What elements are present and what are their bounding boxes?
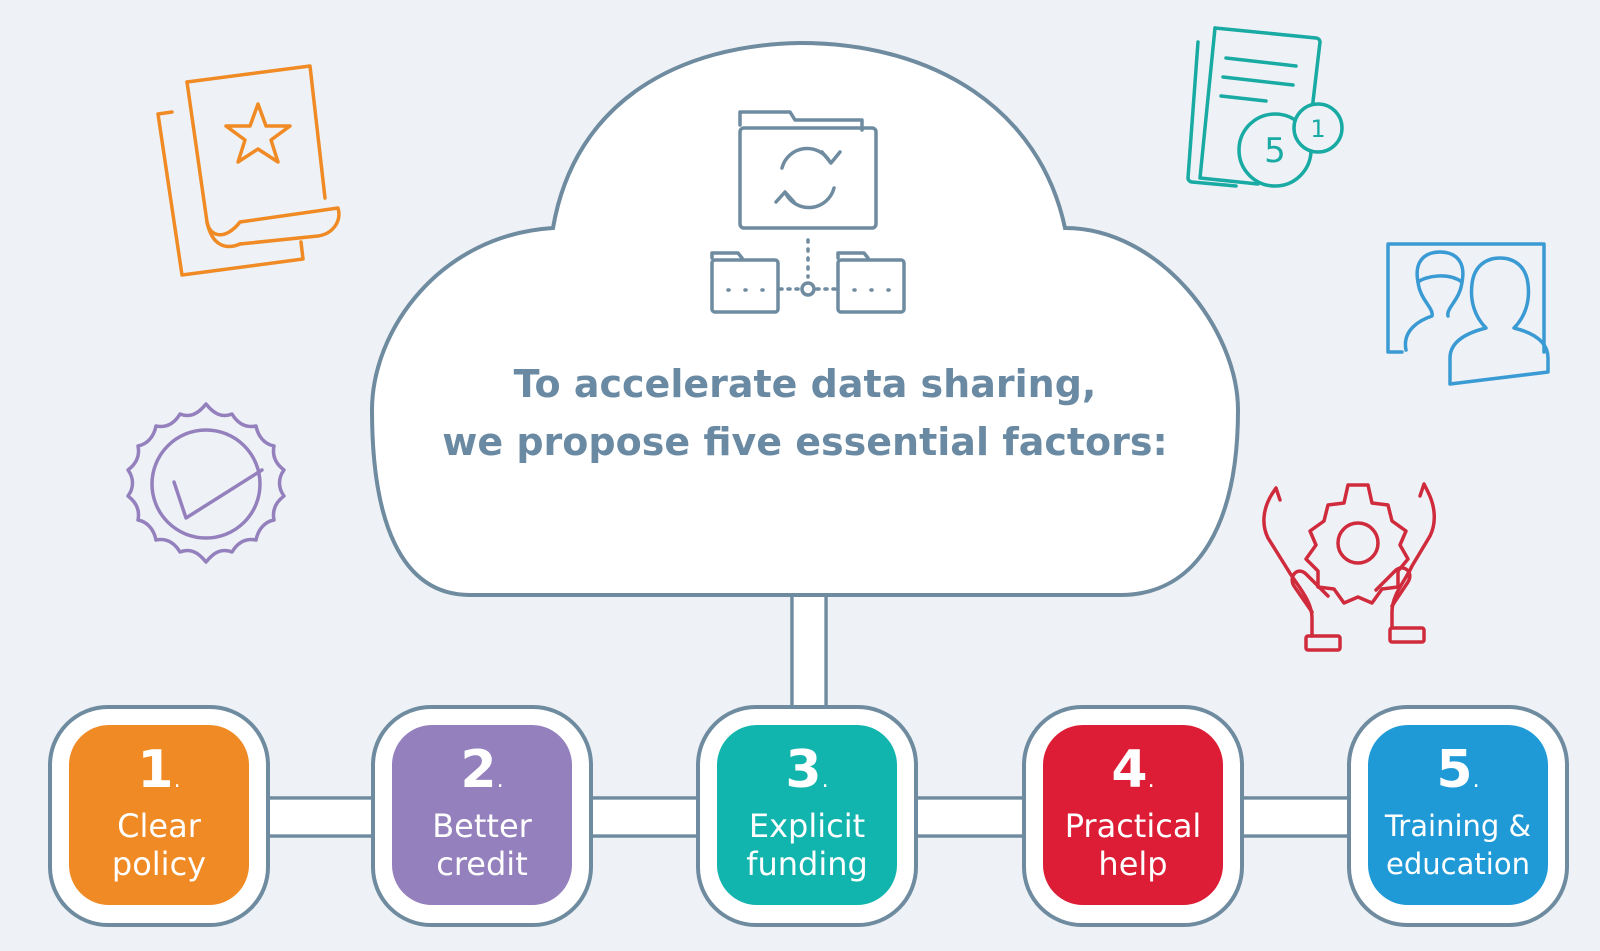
factor-4-number: 4 <box>1111 740 1148 800</box>
factor-1-number: 1 <box>137 740 174 800</box>
factor-3-label-line-2: funding <box>746 845 868 883</box>
factor-4-number-row: 4. <box>1043 739 1223 812</box>
factor-2-label-line-1: Better <box>432 807 532 845</box>
factor-4-label-line-1: Practical <box>1064 807 1202 845</box>
cloud-shape <box>369 40 1241 597</box>
folder-sync-icon <box>710 110 906 314</box>
factor-3-label-line-1: Explicit <box>748 807 866 845</box>
factor-4-dot: . <box>1147 768 1155 793</box>
document-rating-icon <box>1186 26 1344 188</box>
factor-5-number: 5 <box>1436 740 1473 800</box>
factor-5-number-row: 5. <box>1368 739 1548 812</box>
coin-digit-small: 1 <box>1310 115 1325 143</box>
coin-digit-big: 5 <box>1264 131 1286 171</box>
badge-check-icon <box>126 402 286 564</box>
factor-3-number-row: 3. <box>717 739 897 812</box>
factor-1-number-row: 1. <box>69 739 249 812</box>
factor-5-label-line-2: education <box>1386 847 1530 881</box>
factor-1-label-line-1: Clear <box>117 807 201 845</box>
factor-5-label-line-1: Training & <box>1384 809 1532 843</box>
factor-2-number: 2 <box>460 740 497 800</box>
factor-1-dot: . <box>173 768 181 793</box>
factor-3-number: 3 <box>785 740 822 800</box>
people-icon <box>1386 242 1550 386</box>
factor-5-label: Training & education <box>1368 807 1548 883</box>
headline-line-2: we propose five essential factors: <box>442 420 1168 464</box>
headline: To accelerate data sharing, we propose f… <box>390 355 1220 471</box>
factor-2-number-row: 2. <box>392 739 572 812</box>
hands-gear-icon <box>1262 482 1436 652</box>
book-star-icon <box>156 64 341 277</box>
factor-3-dot: . <box>821 768 829 793</box>
factor-1-label-line-2: policy <box>111 845 207 883</box>
factor-5-card: 5. Training & education <box>1368 725 1548 905</box>
factor-2-dot: . <box>496 768 504 793</box>
factor-2-label-line-2: credit <box>436 845 528 883</box>
factor-5-dot: . <box>1472 768 1480 793</box>
headline-line-1: To accelerate data sharing, <box>513 362 1097 406</box>
factor-4-label-line-2: help <box>1098 845 1168 883</box>
